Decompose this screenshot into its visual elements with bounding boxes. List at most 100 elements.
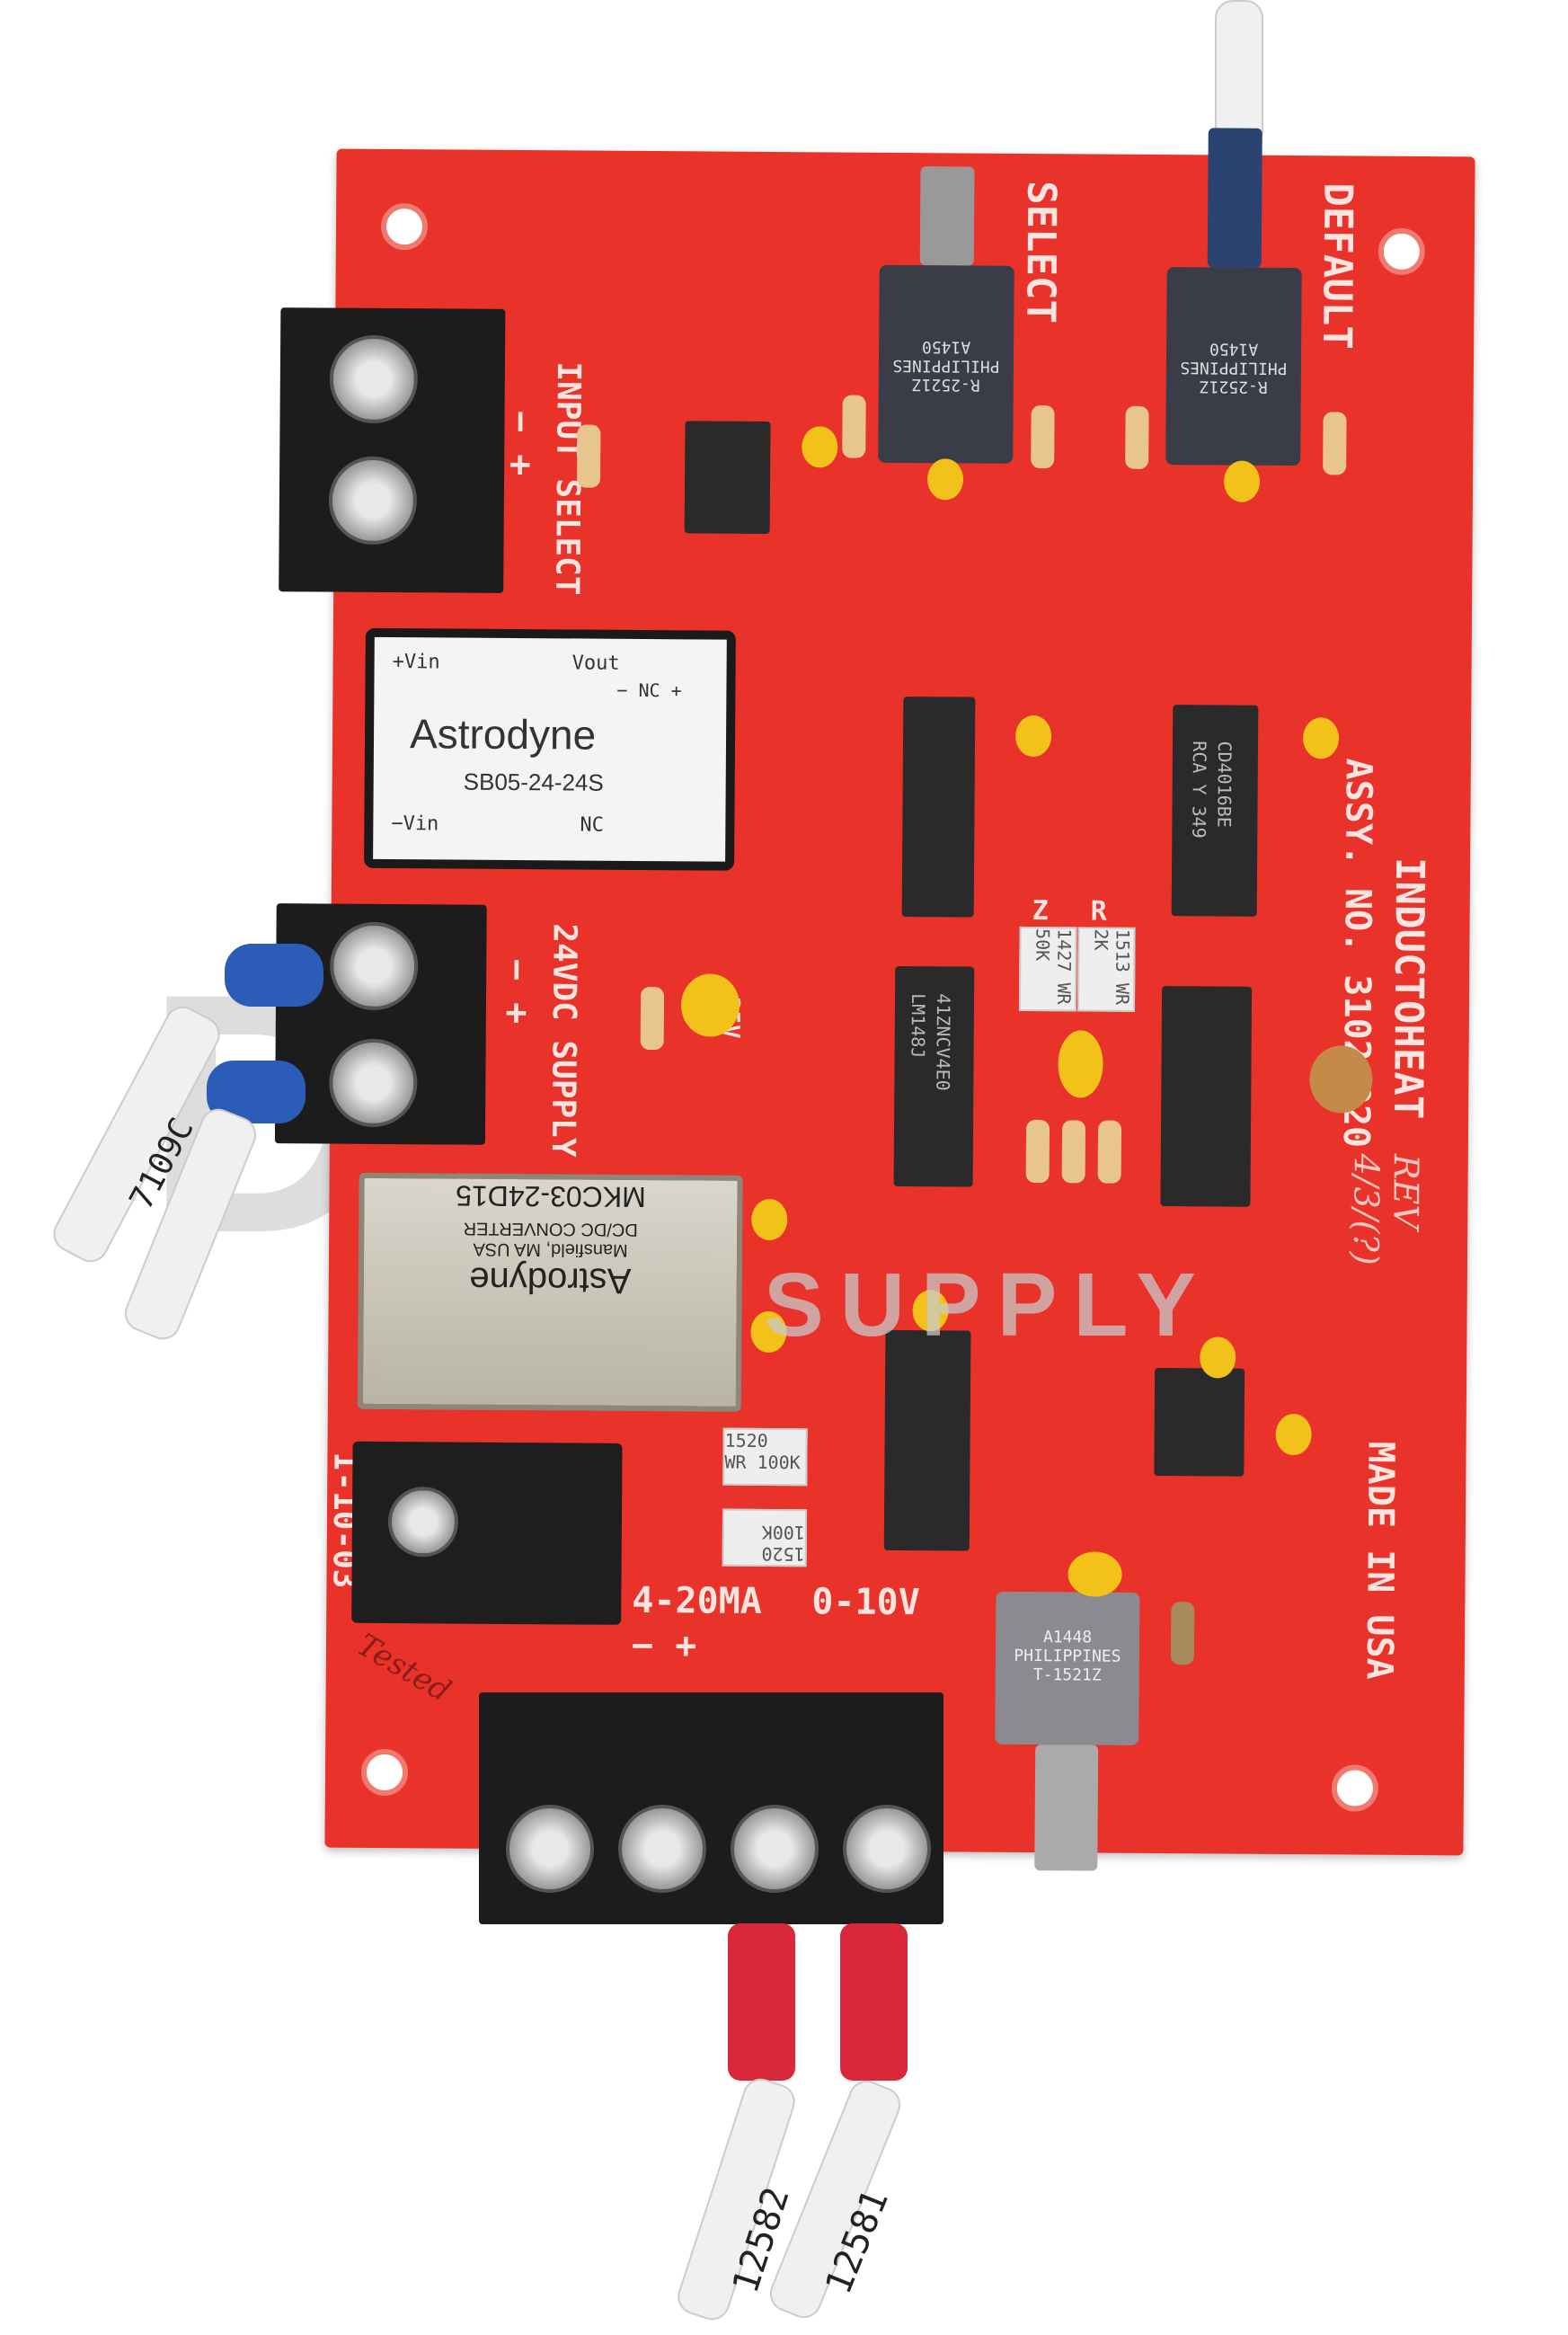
capacitor [912,1290,949,1332]
ic-mfr: RCA Y 349 [1188,741,1211,839]
connector-origin: PHILIPPINES [1180,358,1288,377]
capacitor-ceramic [1309,1045,1373,1114]
resistor [1323,412,1347,475]
module-model: MKC03-24D15 [456,1179,646,1214]
ic-small-bottom [1154,1367,1245,1477]
terminal-block-outputs[interactable] [479,1692,943,1924]
screw-terminal[interactable] [328,456,418,546]
select-label: SELECT [1017,180,1065,324]
made-in-usa-label: MADE IN USA [1358,1441,1402,1680]
ic-code: 41ZNCV4E0 [932,993,955,1091]
connector-brand: A1450 [1209,339,1259,359]
terminal-block-input-select[interactable] [279,307,506,593]
screw-terminal[interactable] [731,1805,819,1893]
module-desc: DC/DC CONVERTER [463,1218,638,1239]
screw-icon [387,1487,459,1558]
trimmer-code: 1520 [761,1542,805,1566]
trimmer-z-label: Z [1032,895,1049,928]
resistor [1061,1120,1086,1184]
pin-label: − NC + [616,679,682,702]
resistor [576,424,601,488]
module-brand: Astrodyne [469,1259,632,1301]
connector-brand: A1448 [1042,1628,1093,1647]
ic-part: CD4016BE [1213,741,1236,828]
trimmer-code: 1520 [724,1429,768,1452]
ring-terminal-blue [225,944,323,1007]
ic-part: LM148J [907,993,930,1059]
screw-terminal[interactable] [329,1038,418,1128]
wire-tag: 12581 [818,2183,897,2300]
dc-converter-mkc03: Astrodyne Mansfield, MA USA DC/DC CONVER… [357,1172,743,1412]
input-polarity-label: − + [500,410,542,476]
connector-origin: PHILIPPINES [1014,1646,1121,1666]
resistor [1031,405,1055,469]
screw-terminal[interactable] [618,1805,706,1893]
screw-terminal[interactable] [329,921,419,1011]
revision-handwriting: REV 4/3/(?) [1345,1153,1426,1265]
default-label: DEFAULT [1314,182,1361,350]
capacitor [1223,460,1261,502]
capacitor [1014,715,1052,758]
ic-chip [883,1329,971,1551]
crimp-terminal [728,1923,795,2081]
module-model: SB05-24-24S [463,768,604,796]
module-brand: Astrodyne [409,710,597,759]
capacitor [680,973,740,1037]
pin-label: +Vin [392,651,440,674]
ic-cd4016: CD4016BE RCA Y 349 [1171,705,1259,917]
capacitor [1200,1336,1236,1379]
capacitor [1067,1551,1122,1597]
supply-polarity-label: − + [495,958,538,1025]
capacitor [926,458,964,501]
output-4-20ma-label: 4-20MA [632,1579,763,1622]
heatsink-regulator [351,1441,623,1625]
connector-origin: PHILIPPINES [892,355,1000,376]
resistor [1097,1120,1122,1184]
capacitor [750,1310,787,1354]
dc-converter-sb05: +Vin Vout − NC + Astrodyne SB05-24-24S −… [364,627,736,871]
pcb-board: SELECT DEFAULT INPUT SELECT − + 24VDC SU… [274,128,1475,1871]
fiber-cable-top [1215,0,1263,147]
mount-hole [380,202,429,251]
resistor [1170,1602,1195,1665]
module-city: Mansfield, MA USA [473,1239,628,1260]
connector-part: R-2521Z [911,375,980,395]
fiber-transmitter[interactable]: A1448 PHILIPPINES T-1521Z [994,1591,1140,1871]
resistor [1125,405,1149,469]
ic-chip [901,697,976,918]
fiber-receiver-default[interactable]: A1450 PHILIPPINES R-2521Z [1165,128,1303,466]
screw-terminal[interactable] [843,1805,931,1893]
trimmer-code: 1513 [1112,928,1134,972]
trimmer-r[interactable]: 1513 WR 2K [1076,927,1136,1012]
resistor [842,395,866,458]
supply-label: 24VDC SUPPLY [544,923,583,1158]
terminal-block-24vdc[interactable] [274,903,487,1145]
connector-part: T-1521Z [1032,1665,1102,1685]
capacitor [802,426,838,468]
fiber-receiver-select[interactable]: A1450 PHILIPPINES R-2521Z [878,166,1014,464]
screw-terminal[interactable] [506,1805,594,1893]
pin-label: NC [580,813,604,837]
maker-label: INDUCTOHEAT [1385,857,1433,1120]
trimmer-value: 100K [761,1521,805,1544]
capacitor [1302,717,1340,759]
pin-label: Vout [571,652,620,675]
capacitor [751,1198,788,1241]
mount-hole [1331,1764,1379,1812]
capacitor [1058,1030,1103,1098]
connector-part: R-2521Z [1199,377,1268,396]
crimp-terminal [840,1923,908,2081]
ic-small-top [684,421,771,534]
screw-terminal[interactable] [329,334,419,424]
connector-brand: A1450 [921,337,971,357]
trimmer-r-label: R [1090,895,1107,928]
output-polarity-label: − + [631,1624,697,1667]
pin-label: −Vin [391,812,439,836]
trimmer-value: WR 100K [724,1451,801,1474]
resistor [1025,1119,1050,1184]
tested-handwriting: Tested [350,1627,457,1710]
trimmer-z[interactable]: 1427 WR 50K [1018,926,1077,1012]
mount-hole [1378,227,1426,276]
